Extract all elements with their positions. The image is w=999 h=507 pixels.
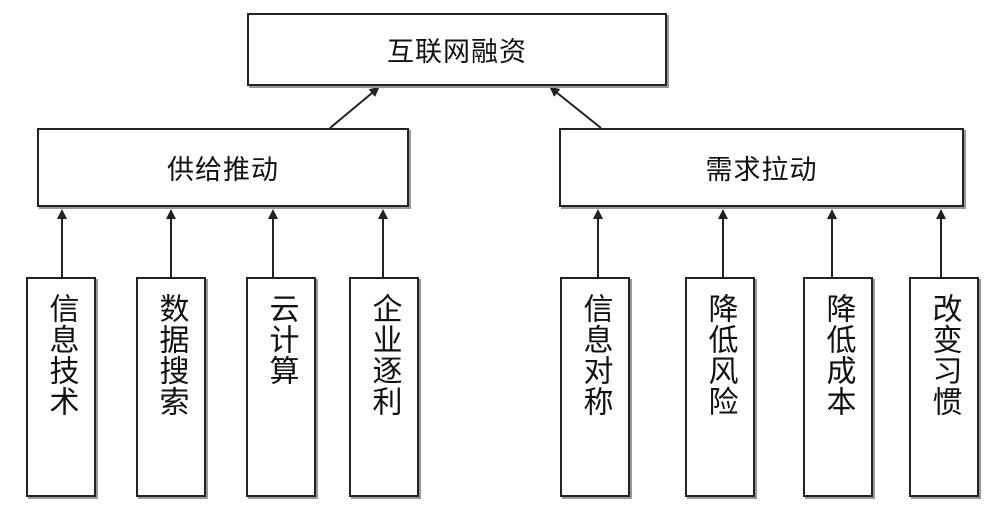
arrow-supply-to-root bbox=[329, 86, 380, 129]
leaf-node-label: 云计算 bbox=[263, 293, 299, 386]
leaf-node: 数据搜索 bbox=[136, 277, 206, 497]
root-node: 互联网融资 bbox=[247, 13, 667, 86]
leaf-node-label: 降低成本 bbox=[820, 293, 856, 417]
leaf-node-label: 信息技术 bbox=[43, 293, 79, 417]
arrow-demand-to-root bbox=[549, 86, 602, 129]
root-node-label: 互联网融资 bbox=[387, 37, 527, 68]
leaf-node: 企业逐利 bbox=[349, 277, 419, 497]
leaf-node-label: 企业逐利 bbox=[366, 293, 402, 417]
leaf-node-label: 信息对称 bbox=[577, 293, 613, 417]
leaf-node: 改变习惯 bbox=[909, 277, 979, 497]
leaf-node-label: 降低风险 bbox=[702, 293, 738, 417]
leaf-node: 降低风险 bbox=[685, 277, 755, 497]
supply-push-node: 供给推动 bbox=[37, 128, 409, 207]
leaf-node: 信息技术 bbox=[26, 277, 96, 497]
leaf-node: 降低成本 bbox=[803, 277, 873, 497]
leaf-node-label: 数据搜索 bbox=[153, 293, 189, 417]
supply-push-label: 供给推动 bbox=[167, 155, 279, 186]
demand-pull-label: 需求拉动 bbox=[705, 155, 818, 186]
leaf-node: 云计算 bbox=[246, 277, 316, 497]
leaf-node-label: 改变习惯 bbox=[926, 293, 962, 417]
leaf-node: 信息对称 bbox=[560, 277, 630, 497]
demand-pull-node: 需求拉动 bbox=[559, 128, 964, 207]
